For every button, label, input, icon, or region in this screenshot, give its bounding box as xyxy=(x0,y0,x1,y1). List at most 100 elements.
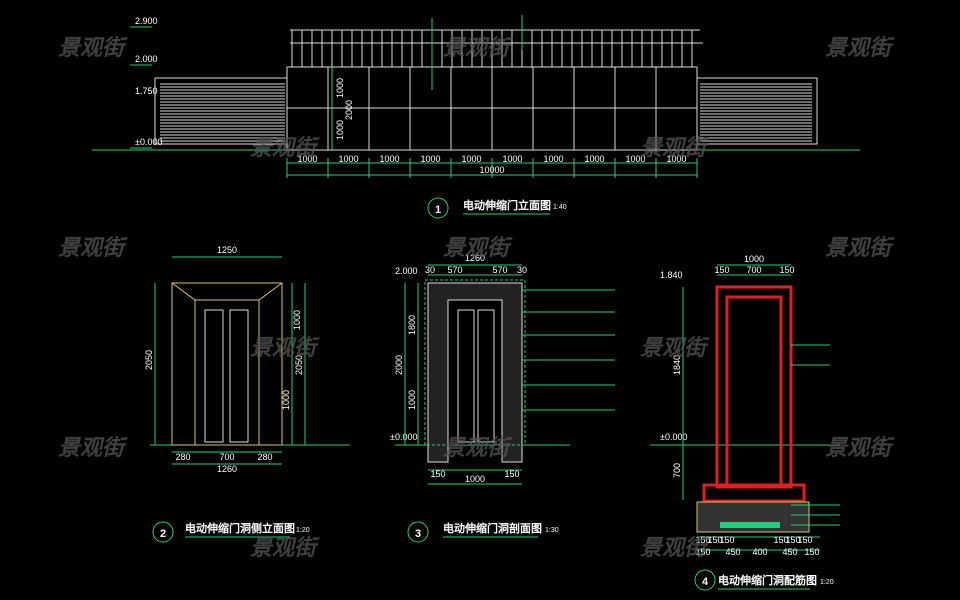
concrete-section xyxy=(427,282,523,463)
bottom-dimensions-row2: 150 450 400 450 150 xyxy=(695,547,819,557)
watermark-text: 景观街 xyxy=(250,135,320,160)
level-0: ±0.000 xyxy=(135,137,162,147)
drawing-scale: 1:20 xyxy=(296,527,310,534)
watermark-text: 景观街 xyxy=(443,235,513,260)
dim-top: 1260 xyxy=(465,253,485,263)
segment-dimension: 1000 xyxy=(297,154,317,164)
dim-left-upper: 1840 xyxy=(672,355,682,375)
height-upper: 1000 xyxy=(335,78,345,98)
grille-bars xyxy=(291,30,693,150)
drawing-scale: 1:20 xyxy=(820,579,834,586)
drawing-scale: 1:40 xyxy=(553,204,567,211)
dim-left-lower: 1000 xyxy=(407,390,417,410)
drawing-number: 4 xyxy=(702,576,709,588)
watermark-text: 景观街 xyxy=(58,235,128,260)
dimension: 150 xyxy=(719,535,734,545)
level-top: 1.840 xyxy=(660,270,683,280)
dim-top: 1250 xyxy=(217,245,237,255)
dimension: 450 xyxy=(725,547,740,557)
level-1750: 1.750 xyxy=(135,86,158,96)
dimension: 150 xyxy=(695,535,710,545)
dim-left-upper: 1800 xyxy=(407,315,417,335)
segment-dimension: 1000 xyxy=(543,154,563,164)
dim-right-upper: 1000 xyxy=(292,310,302,330)
segment-dimension: 1000 xyxy=(625,154,645,164)
level-2000: 2.000 xyxy=(135,54,158,64)
section-drawing: 1260 30 570 570 30 2.000 ±0.000 1800 100… xyxy=(390,253,615,543)
watermark-text: 景观街 xyxy=(250,535,320,560)
level-2900: 2.900 xyxy=(135,16,158,26)
drawing-title: 电动伸缩门洞侧立面图 xyxy=(185,521,295,535)
dim-bottom-right: 150 xyxy=(504,469,519,479)
dimension: 150 xyxy=(707,535,722,545)
watermark-text: 景观街 xyxy=(825,235,895,260)
dim-right-lower: 1000 xyxy=(281,390,291,410)
dim-part: 30 xyxy=(425,265,435,275)
watermark-text: 景观街 xyxy=(58,435,128,460)
dimension: 400 xyxy=(752,547,767,557)
dim-bottom-total: 1260 xyxy=(217,464,237,474)
rebar-drawing: 1000 150 700 150 1.840 ±0.000 1840 700 1… xyxy=(650,254,840,591)
drawing-title: 电动伸缩门洞剖面图 xyxy=(443,521,542,535)
drawing-number: 2 xyxy=(160,528,166,540)
drawing-title: 电动伸缩门立面图 xyxy=(463,198,551,212)
watermark-text: 景观街 xyxy=(825,35,895,60)
watermarks: 景观街景观街景观街景观街景观街景观街景观街景观街景观街景观街景观街景观街景观街景… xyxy=(58,35,895,560)
segment-dimensions: 1000 1000 1000 1000 1000 1000 1000 1000 1000 1000 xyxy=(286,154,698,178)
drawing-number: 1 xyxy=(435,204,441,216)
dim-part: 30 xyxy=(517,265,527,275)
dim-bottom-right: 280 xyxy=(257,452,272,462)
watermark-text: 景观街 xyxy=(443,435,513,460)
segment-dimension: 1000 xyxy=(666,154,686,164)
watermark-text: 景观街 xyxy=(640,535,710,560)
dim-top: 1000 xyxy=(744,254,764,264)
dim-part: 700 xyxy=(746,265,761,275)
drawing-number: 3 xyxy=(415,528,421,540)
dim-bottom-left: 280 xyxy=(175,452,190,462)
dimension: 150 xyxy=(804,547,819,557)
dim-left-total: 2000 xyxy=(394,355,404,375)
segment-dimension: 1000 xyxy=(502,154,522,164)
louvers xyxy=(160,83,812,142)
drawing-number-badge xyxy=(427,197,449,219)
right-guard-booth xyxy=(696,77,818,145)
watermark-text: 景观街 xyxy=(58,35,128,60)
drawing-scale: 1:30 xyxy=(545,527,559,534)
dimension: 150 xyxy=(785,535,800,545)
dim-bottom-mid: 700 xyxy=(219,452,234,462)
dim-part: 570 xyxy=(492,265,507,275)
dimension: 150 xyxy=(695,547,710,557)
dimension: 450 xyxy=(782,547,797,557)
total-width: 10000 xyxy=(479,165,504,175)
watermark-text: 景观街 xyxy=(443,35,513,60)
dim-right-total: 2050 xyxy=(294,355,304,375)
dim-part: 150 xyxy=(779,265,794,275)
dimension: 150 xyxy=(797,535,812,545)
watermark-text: 景观街 xyxy=(640,135,710,160)
watermark-text: 景观街 xyxy=(640,335,710,360)
segment-dimension: 1000 xyxy=(420,154,440,164)
side-elevation-drawing: 1250 280 700 280 1260 2050 1000 1000 205… xyxy=(144,245,350,543)
drawing-title: 电动伸缩门洞配筋图 xyxy=(718,573,817,587)
dim-part: 150 xyxy=(714,265,729,275)
dim-left: 2050 xyxy=(144,350,154,370)
level-0: ±0.000 xyxy=(390,432,417,442)
watermark-text: 景观街 xyxy=(825,435,895,460)
segment-dimension: 1000 xyxy=(338,154,358,164)
dim-bottom-total: 1000 xyxy=(465,474,485,484)
left-guard-booth xyxy=(154,77,288,145)
level-0: ±0.000 xyxy=(660,432,687,442)
dim-bottom-left: 150 xyxy=(430,469,445,479)
segment-dimension: 1000 xyxy=(584,154,604,164)
dimension: 150 xyxy=(773,535,788,545)
watermark-text: 景观街 xyxy=(250,335,320,360)
segment-dimension: 1000 xyxy=(379,154,399,164)
segment-dimension: 1000 xyxy=(461,154,481,164)
dim-part: 570 xyxy=(447,265,462,275)
dim-left-lower: 700 xyxy=(672,463,682,478)
level-top: 2.000 xyxy=(395,266,418,276)
height-lower: 1000 xyxy=(335,120,345,140)
